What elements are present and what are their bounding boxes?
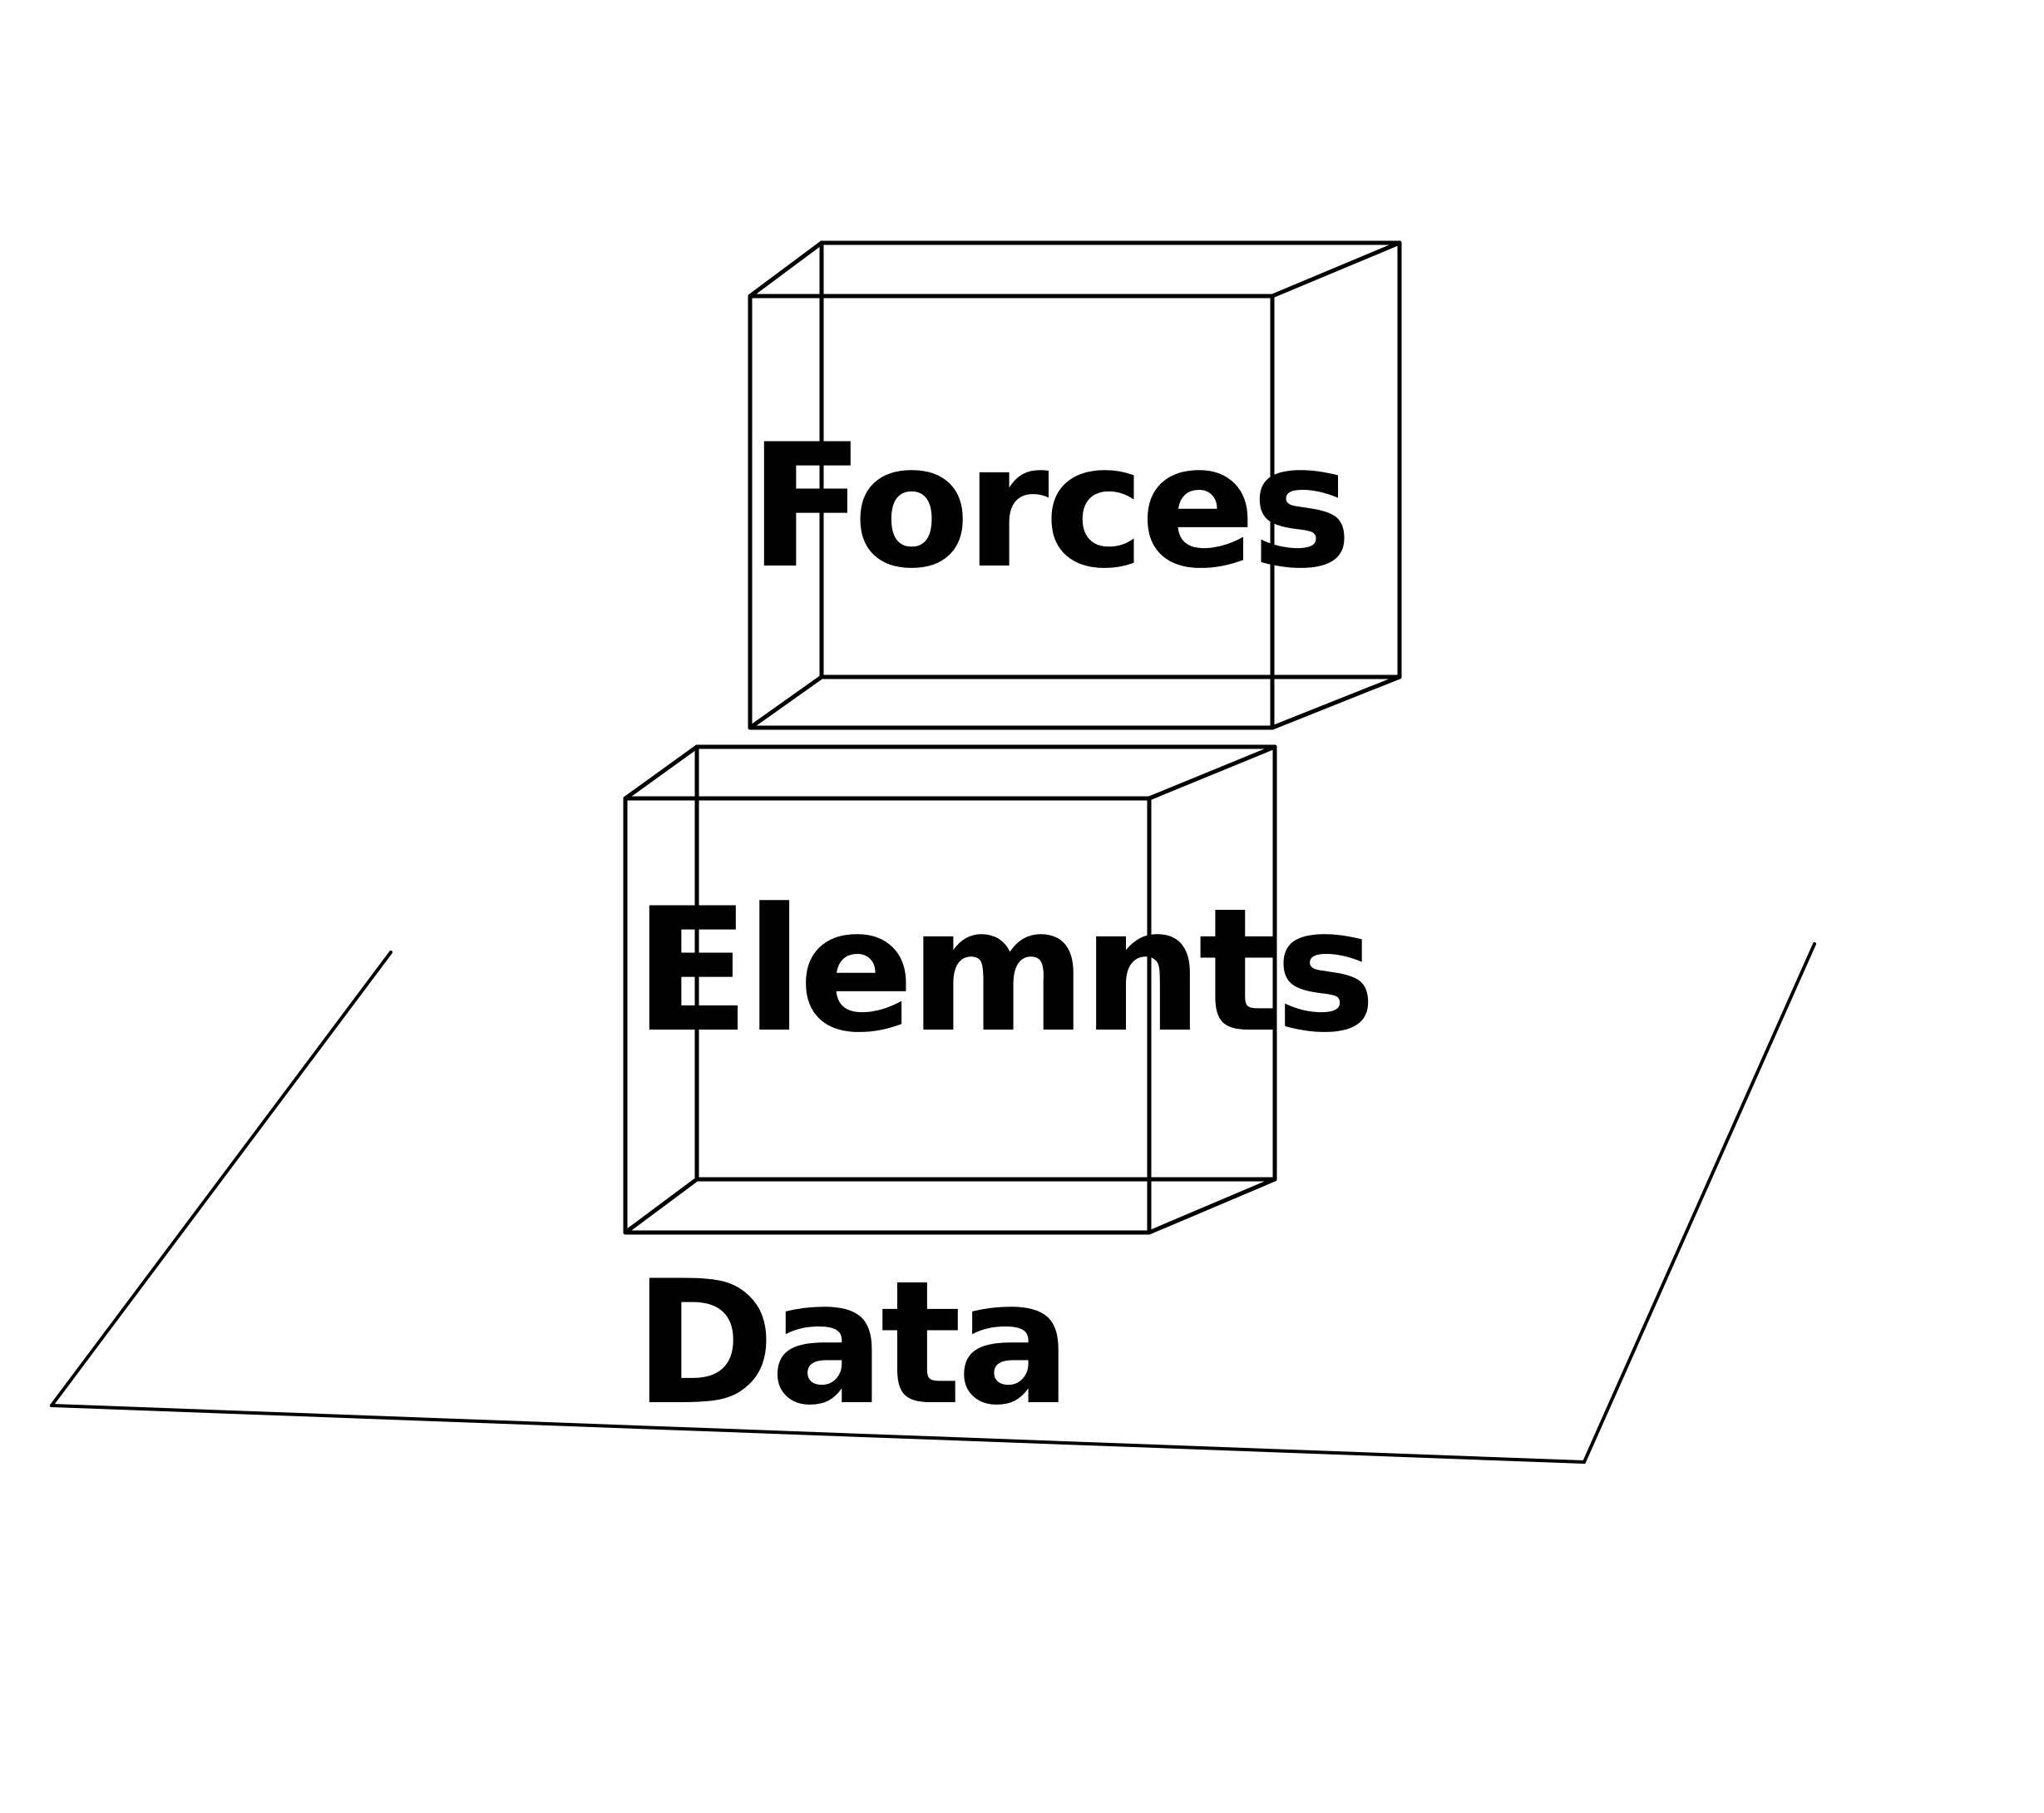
data-plane [50,942,1816,1464]
elements-box-top-right-depth-edge [1147,744,1277,801]
plane-right-edge [1582,942,1816,1464]
elements-box [623,744,1277,1235]
elements-box-back-face [694,744,1277,1182]
elements-box-top-left-depth-edge [623,744,699,801]
elements-box-bottom-right-depth-edge [1147,1177,1277,1235]
forces-box-bottom-left-depth-edge [748,674,824,730]
forces-box [748,240,1402,730]
forces-box-top-right-depth-edge [1270,240,1402,299]
plane-left-edge [50,951,393,1407]
forces-box-back-face [819,240,1402,679]
data-label: Data [634,1245,1067,1443]
elements-box-front-face [623,796,1152,1235]
forces-box-bottom-right-depth-edge [1270,674,1402,730]
elements-label: Elemnts [634,872,1371,1070]
forces-label: Forces [748,408,1347,606]
forces-box-top-left-depth-edge [748,240,824,299]
forces-box-front-face [748,294,1275,730]
elements-box-bottom-left-depth-edge [623,1177,699,1235]
plane-bottom-edge [50,1404,1586,1464]
